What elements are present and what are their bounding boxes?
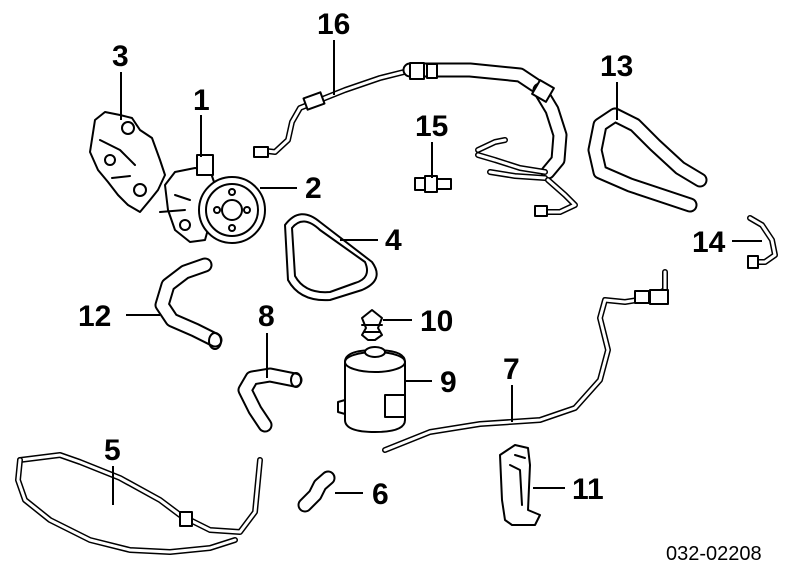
callout-labels: 3 1 2 16 15 13 14 4 12 8 10 9 7 5 6 11	[78, 8, 726, 511]
part-9-reservoir	[337, 346, 406, 433]
diagram-code: 032-02208	[666, 543, 762, 565]
part-14-pipe	[747, 215, 778, 269]
part-11-clamp-bracket	[499, 444, 541, 526]
part-7-return-pipe	[382, 269, 669, 453]
part-3-pump-bracket	[89, 111, 166, 213]
callout-9: 9	[440, 366, 457, 399]
callout-11: 11	[572, 473, 604, 506]
part-8-hose	[237, 367, 303, 433]
part-2-pump-pulley	[198, 176, 266, 244]
part-15-fitting	[414, 175, 452, 193]
callout-12: 12	[78, 300, 111, 333]
callout-14: 14	[692, 226, 726, 259]
part-6-hose	[297, 470, 336, 513]
callout-13: 13	[600, 50, 633, 83]
callout-1: 1	[193, 84, 210, 117]
part-4-drive-belt	[284, 213, 378, 302]
callout-8: 8	[258, 300, 275, 333]
part-5-cooler-pipe	[15, 452, 263, 555]
part-12-suction-hose	[154, 257, 223, 350]
callout-6: 6	[372, 478, 389, 511]
callout-10: 10	[420, 305, 453, 338]
callout-5: 5	[104, 434, 121, 467]
callout-4: 4	[385, 224, 402, 257]
leader-lines	[112, 40, 762, 505]
part-13-return-hose	[587, 107, 708, 213]
callout-15: 15	[415, 110, 448, 143]
part-10-reservoir-cap	[361, 309, 383, 341]
callout-3: 3	[112, 40, 129, 73]
callout-16: 16	[317, 8, 350, 41]
callout-7: 7	[503, 353, 520, 386]
part-16-pressure-hose	[253, 62, 578, 217]
callout-2: 2	[305, 172, 322, 205]
